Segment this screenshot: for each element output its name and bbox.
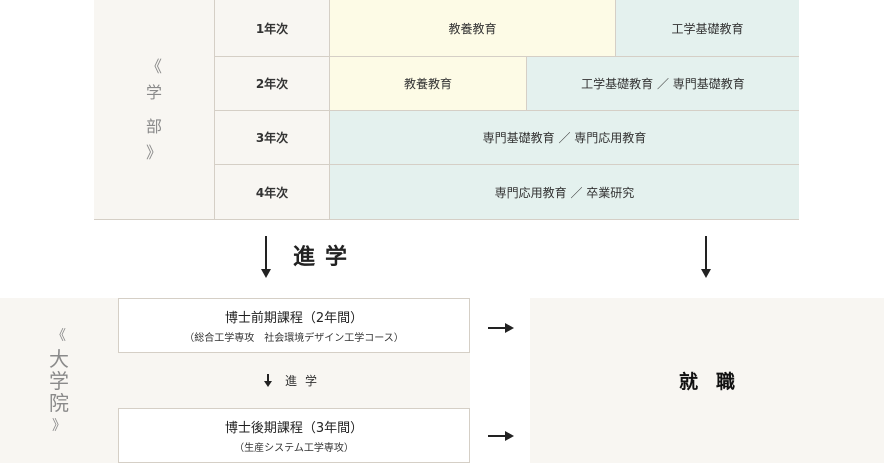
advance-label: 進学 (293, 245, 358, 270)
education-cell: 専門応用教育 ／ 卒業研究 (330, 165, 799, 219)
grad-advance-row: 進学 (118, 353, 470, 408)
cell-divider (615, 0, 616, 56)
grad-label-open: 《 (52, 327, 66, 344)
education-cell: 専門基礎教育 ／ 専門応用教育 (330, 111, 799, 164)
row-divider (215, 110, 799, 111)
doctor-to-employment-arrow (488, 431, 514, 441)
grad-label: 《 大 学 院 》 (49, 329, 69, 433)
education-cell: 工学基礎教育 (616, 0, 799, 56)
undergrad-label-column: 《 学 部 》 (94, 0, 215, 220)
grad-label-char: 大 (49, 346, 69, 371)
advance-arrow (260, 236, 272, 278)
employment-box: 就職 (530, 298, 884, 463)
grad-advance-label: 進学 (284, 374, 325, 388)
table-bottom-border (94, 219, 799, 220)
doctor-course-subtitle: （生産システム工学専攻） (234, 443, 354, 454)
year-label: 3年次 (215, 111, 330, 164)
cell-divider (526, 57, 527, 110)
education-cell: 工学基礎教育 ／ 専門基礎教育 (527, 57, 799, 110)
employment-arrow (700, 236, 712, 278)
grad-label-close: 》 (52, 417, 66, 434)
undergrad-label: 《 学 部 》 (146, 59, 162, 161)
master-course-subtitle: （総合工学専攻 社会環境デザイン工学コース） (184, 333, 404, 344)
doctor-course-box: 博士後期課程（3年間） （生産システム工学専攻） (118, 408, 470, 463)
grad-label-column: 《 大 学 院 》 (0, 298, 118, 463)
undergrad-label-close: 》 (145, 143, 162, 162)
master-course-title: 博士前期課程（2年間） (224, 311, 364, 326)
undergrad-label-open: 《 (145, 57, 162, 76)
undergrad-table: 《 学 部 》 1年次 教養教育 工学基礎教育 2年次 教養教育 工学基礎教育 … (94, 0, 799, 220)
master-to-employment-arrow (488, 323, 514, 333)
year-label: 1年次 (215, 0, 330, 56)
employment-label: 就職 (678, 371, 753, 393)
grad-label-char: 院 (49, 390, 69, 415)
row-divider (215, 56, 799, 57)
master-course-box: 博士前期課程（2年間） （総合工学専攻 社会環境デザイン工学コース） (118, 298, 470, 353)
year-label: 4年次 (215, 165, 330, 219)
education-cell: 教養教育 (330, 57, 526, 110)
education-cell: 教養教育 (330, 0, 615, 56)
grad-label-char: 学 (49, 368, 69, 393)
undergrad-label-char: 部 (145, 117, 162, 136)
doctor-course-title: 博士後期課程（3年間） (224, 421, 364, 436)
grad-panel: 《 大 学 院 》 博士前期課程（2年間） （総合工学専攻 社会環境デザイン工学… (0, 298, 470, 463)
grad-advance-arrow (263, 373, 273, 388)
row-divider (215, 164, 799, 165)
undergrad-label-char: 学 (145, 83, 162, 102)
year-label: 2年次 (215, 57, 330, 110)
